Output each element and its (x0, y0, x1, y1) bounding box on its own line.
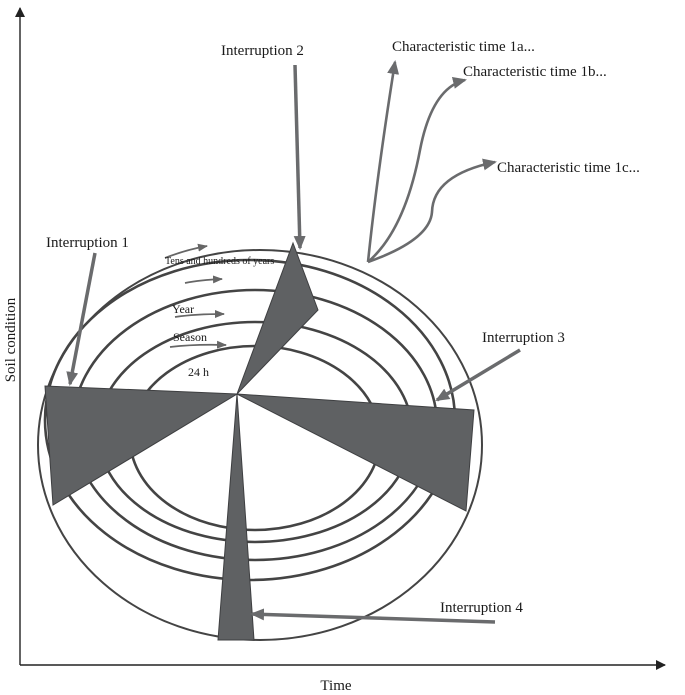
interruption-4-wedge (217, 393, 255, 641)
ring-arrow-year (184, 275, 223, 284)
ring-label-tens-hundreds-years: Tens and hundreds of years (165, 256, 274, 267)
interruption-4-label: Interruption 4 (440, 600, 523, 616)
characteristic-time-1c-label: Characteristic time 1c... (497, 160, 640, 176)
interruption-1-arrow (66, 252, 97, 386)
outer-circle (37, 249, 483, 641)
interruption-3-arrow (435, 348, 521, 402)
ring-arrow-outer (164, 243, 208, 259)
y-axis-label: Soil condition (3, 297, 19, 382)
ring-arrow-season (174, 310, 225, 319)
interruption-2-wedge (236, 241, 319, 395)
characteristic-time-1b-curve (367, 77, 467, 263)
interruption-3-label: Interruption 3 (482, 330, 565, 346)
ring-arrow-24h (169, 340, 227, 349)
interruption-1-label: Interruption 1 (46, 235, 129, 251)
interruption-2-arrow (293, 64, 306, 250)
characteristic-time-1a-curve (366, 60, 400, 263)
interruption-1-wedge (44, 385, 239, 506)
x-axis-label: Time (320, 678, 351, 694)
characteristic-time-1b-label: Characteristic time 1b... (463, 64, 607, 80)
characteristic-time-1c-curve (367, 158, 497, 264)
interruption-2-label: Interruption 2 (221, 43, 304, 59)
interruption-4-arrow (250, 608, 496, 624)
ring-label-year: Year (172, 302, 194, 316)
interruption-3-wedge (236, 393, 475, 512)
characteristic-time-1a-label: Characteristic time 1a... (392, 39, 535, 55)
ring-label-season: Season (173, 330, 207, 344)
ring-label-24h: 24 h (188, 365, 209, 379)
